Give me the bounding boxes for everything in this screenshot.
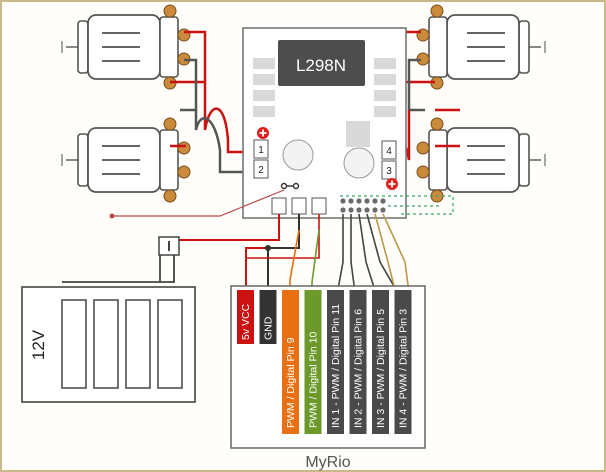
plus-icon xyxy=(257,127,269,139)
motor-top-left xyxy=(61,4,191,90)
pin-strip xyxy=(372,290,389,434)
pin-strip xyxy=(349,290,367,434)
pin-strip xyxy=(282,290,299,434)
terminal-label: 3 xyxy=(386,166,392,177)
pin-strip xyxy=(327,290,344,434)
motor-top-right xyxy=(416,4,546,90)
pin-label: IN 1 - PWM / Digital Pin 11 xyxy=(330,304,342,428)
motor-bottom-right xyxy=(416,117,546,203)
dc-motor-icon xyxy=(416,4,546,90)
pin-label: 5v VCC xyxy=(240,303,252,340)
driver-chip xyxy=(278,40,365,86)
pin-strip xyxy=(394,290,412,434)
pin-label: GND xyxy=(263,316,275,340)
switch-icon xyxy=(158,236,180,256)
battery-pack: 12V xyxy=(21,286,196,403)
l298n-board: L298N 1 2 4 3 xyxy=(242,27,407,219)
dc-motor-icon xyxy=(61,4,191,90)
pin-strip xyxy=(259,290,277,344)
motor-bottom-left xyxy=(61,117,191,203)
battery-label: 12V xyxy=(29,329,48,360)
myrio-connector: 5v VCC GND PWM / Digital Pin 9 PWM / Digita… xyxy=(230,285,426,471)
pin-strip xyxy=(237,290,254,344)
pin-label: IN 3 - PWM / Digital Pin 5 xyxy=(375,309,387,428)
capacitor xyxy=(343,147,375,179)
pin-strip xyxy=(304,290,322,434)
terminal-label: 1 xyxy=(258,145,264,156)
controller-name: MyRio xyxy=(305,454,350,471)
pin-label: PWM / Digital Pin 9 xyxy=(285,337,297,428)
left-motor-wires xyxy=(170,30,252,174)
pin-label: PWM / Digital Pin 10 xyxy=(308,332,320,428)
pin-label: IN 2 - PWM / Digital Pin 6 xyxy=(353,309,365,428)
terminal-label: 4 xyxy=(386,146,392,157)
dc-motor-icon xyxy=(61,117,191,203)
capacitor xyxy=(282,139,314,171)
terminal-label: 2 xyxy=(258,165,264,176)
plus-icon xyxy=(386,178,398,190)
dc-motor-icon xyxy=(416,117,546,203)
driver-title: L298N xyxy=(296,56,346,75)
pin-label: IN 4 - PWM / Digital Pin 3 xyxy=(398,309,410,428)
